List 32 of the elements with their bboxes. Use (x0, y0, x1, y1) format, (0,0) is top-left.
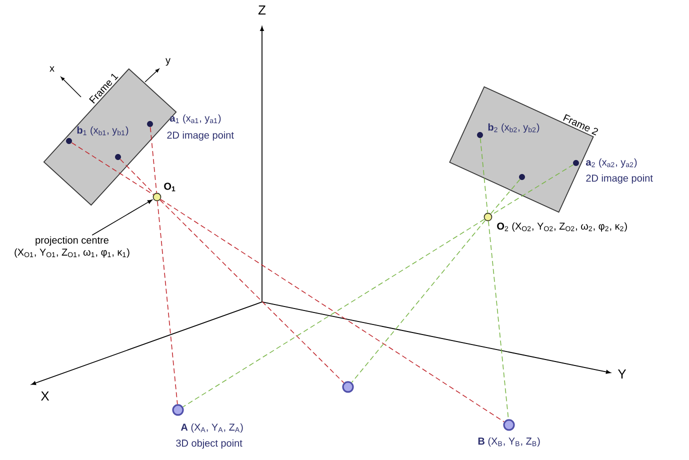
point-label: O$_{1}$ (164, 182, 176, 192)
projection-ray (480, 138, 488, 214)
projection-ray (71, 142, 154, 196)
point-label: A (X$_{A}$, Y$_{A}$, Z$_{A}$) (180, 423, 243, 433)
projection-ray (491, 164, 574, 216)
point-label: O$_{2}$ (X$_{O2}$, Y$_{O2}$, Z$_{O2}$, ω$_{2}$, φ$_{2}$, κ$_{2}$) (497, 222, 627, 232)
point-label: 3D object point (176, 439, 242, 449)
object-point (342, 381, 354, 393)
projection-ray (490, 179, 520, 214)
point-label: b$_{1}$ (x$_{b1}$, y$_{b1}$) (77, 126, 128, 136)
image-point (519, 174, 525, 180)
image-point (115, 154, 121, 160)
projection-ray (488, 220, 509, 420)
projection-ray (160, 200, 344, 384)
point-label: a$_{2}$ (x$_{a2}$, y$_{a2}$) (586, 158, 637, 168)
projection-ray (351, 220, 486, 383)
point-label: 2D image point (586, 174, 653, 184)
projection-ray (157, 200, 178, 405)
point-label: a$_{1}$ (x$_{a1}$, y$_{a1}$) (170, 114, 221, 124)
projection-ray (182, 218, 485, 408)
point-label: 2D image point (167, 131, 234, 141)
axis-label: y (166, 58, 170, 66)
projection-ray (160, 198, 505, 422)
leader-arrow (92, 200, 152, 236)
axis-label: Z (258, 6, 266, 14)
point-label: B (X$_{B}$, Y$_{B}$, Z$_{B}$) (478, 437, 540, 447)
projection-ray (120, 158, 154, 194)
point-label: b$_{2}$ (x$_{b2}$, y$_{b2}$) (488, 123, 540, 133)
axis-label: Y (618, 370, 626, 378)
axis-label: x (50, 66, 54, 72)
annotation-text: projection centre (X$_{O1}$, Y$_{O1}$, Z$_{O1}$, ω$_{1}$, φ$_{1}$, κ$_{1}$) (14, 236, 130, 258)
axis-label: X (40, 392, 50, 400)
